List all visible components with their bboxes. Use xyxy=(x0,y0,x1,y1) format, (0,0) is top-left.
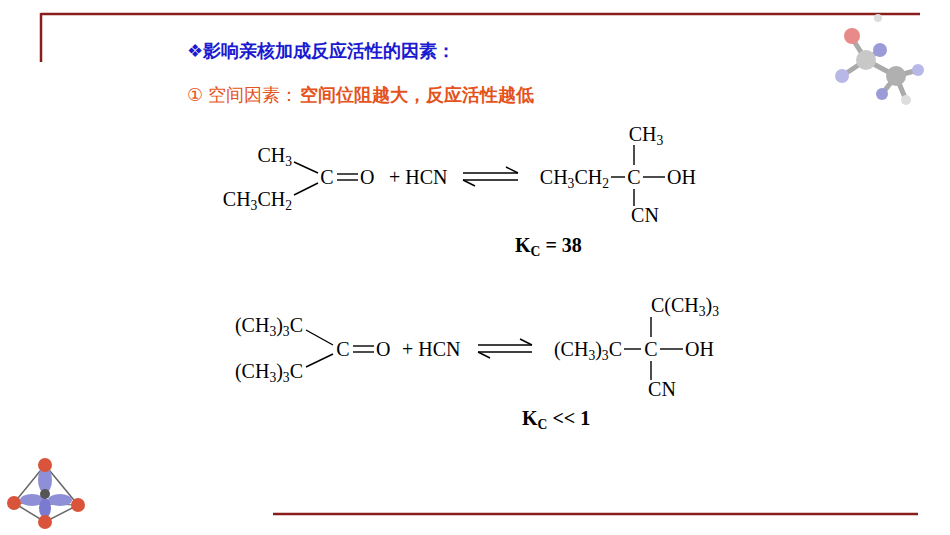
frame-line xyxy=(273,513,918,516)
subscript: 3 xyxy=(699,304,706,319)
chemical-group: CH3CH2 xyxy=(223,187,292,211)
molecule-model xyxy=(835,14,924,105)
chemical-group: CH3CH2 xyxy=(540,165,609,189)
subscript: 3 xyxy=(285,154,292,169)
reagent: + HCN xyxy=(389,165,448,189)
chemical-group: OH xyxy=(667,165,696,189)
bond-lines xyxy=(294,145,665,206)
atom-label: C xyxy=(627,165,640,189)
subscript: 3 xyxy=(283,370,290,385)
reagent: + HCN xyxy=(402,337,461,361)
atom-label: C xyxy=(336,337,349,361)
subscript: 3 xyxy=(657,133,664,148)
chemical-group: CH3 xyxy=(629,122,664,146)
chemical-group: CN xyxy=(631,203,659,227)
subheading: ① 空间因素： xyxy=(187,85,298,107)
equilibrium-constant: KC << 1 xyxy=(522,406,590,430)
bond-lines xyxy=(306,317,683,380)
atom-label: C xyxy=(320,165,333,189)
atom-label: O xyxy=(360,165,374,189)
frame-line xyxy=(41,13,920,16)
chemical-group: (CH3)3C xyxy=(235,359,303,383)
chemical-group: (CH3)3C xyxy=(235,313,303,337)
chemical-group: OH xyxy=(685,337,714,361)
slide-heading: ❖影响亲核加成反应活性的因素： xyxy=(187,41,455,63)
atom-label: O xyxy=(376,337,390,361)
methane-model xyxy=(7,458,85,529)
subscript: 3 xyxy=(283,324,290,339)
subscript: 3 xyxy=(568,176,575,191)
equilibrium-constant: KC = 38 xyxy=(515,233,582,257)
chemical-group: (CH3)3C xyxy=(554,337,622,361)
subscript: 2 xyxy=(602,176,609,191)
subscript: 2 xyxy=(285,198,292,213)
subscript: 3 xyxy=(588,348,595,363)
chemical-group: CH3 xyxy=(257,143,292,167)
atom-label: C xyxy=(644,337,657,361)
frame-line xyxy=(40,13,43,62)
subscript: 3 xyxy=(269,370,276,385)
subscript: 3 xyxy=(712,304,719,319)
subscript: C xyxy=(531,244,541,259)
subscript: 3 xyxy=(602,348,609,363)
subheading: 空间位阻越大，反应活性越低 xyxy=(300,85,534,107)
chemical-group: CN xyxy=(648,377,676,401)
subscript: 3 xyxy=(269,324,276,339)
chemical-group: C(CH3)3 xyxy=(651,293,719,317)
subscript: C xyxy=(538,417,548,432)
subscript: 3 xyxy=(251,198,258,213)
